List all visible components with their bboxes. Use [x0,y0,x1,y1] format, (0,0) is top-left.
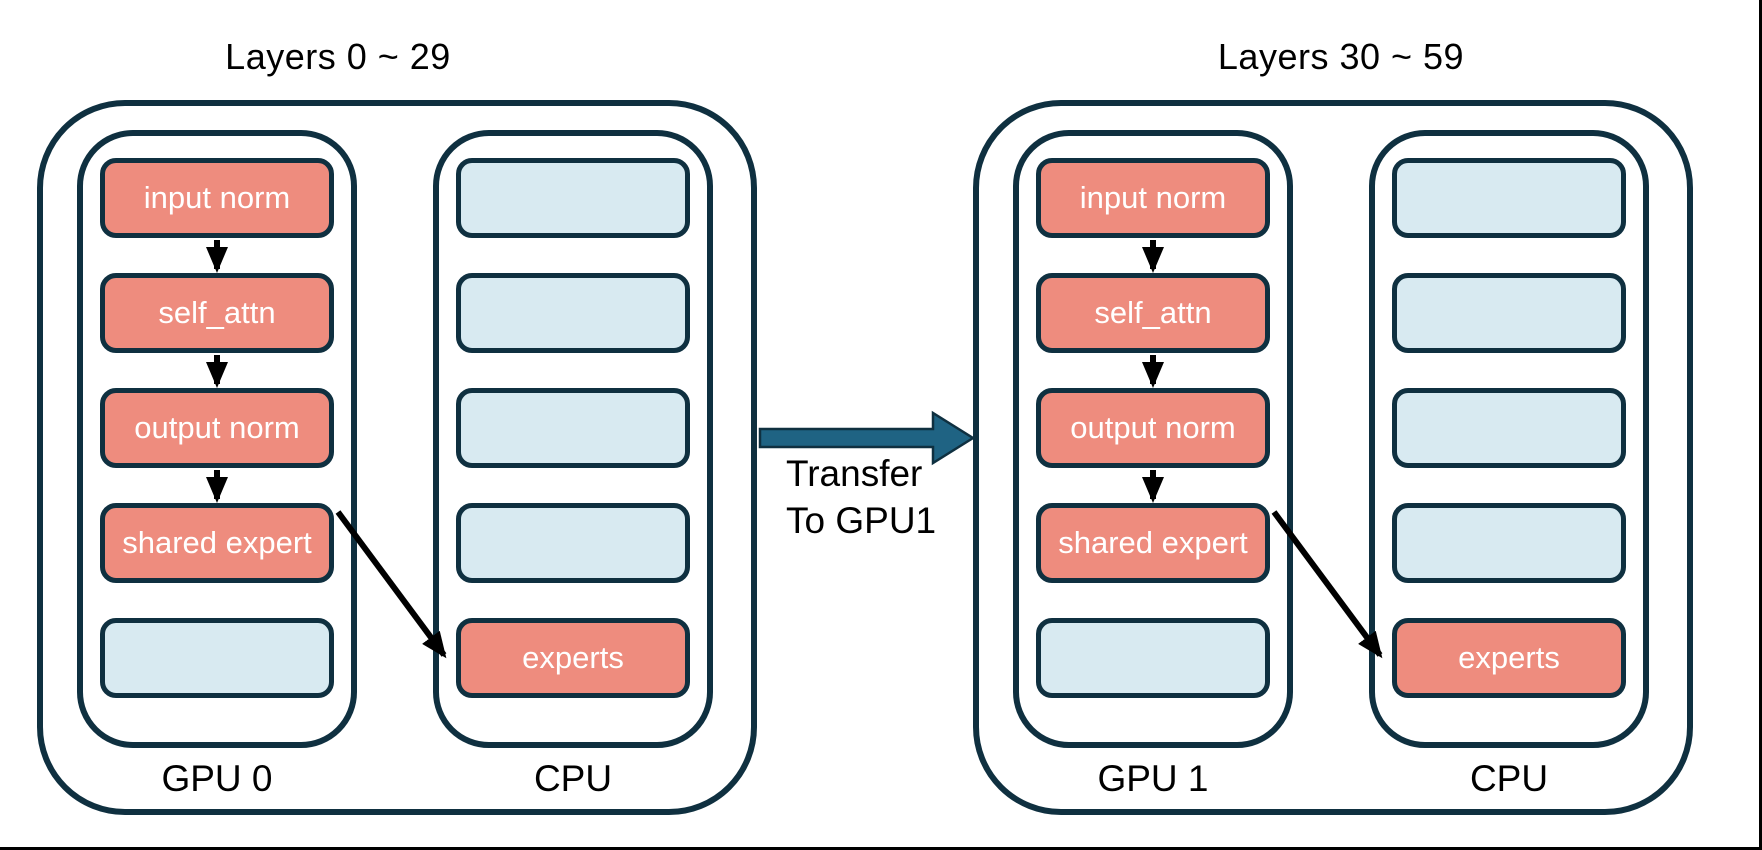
gpu0-label: GPU 0 [161,758,273,799]
transfer-label-line1: Transfer [786,453,923,494]
module-label: self_attn [158,295,276,330]
gpu1-label: GPU 1 [1097,758,1209,799]
layer-group-1: input norm self_attn output norm shared … [973,100,1693,815]
module-box-self-attn: self_attn [1036,273,1270,353]
module-label: output norm [1070,410,1236,445]
module-box-experts: experts [1392,618,1626,698]
module-label: experts [522,640,624,675]
module-box-self-attn: self_attn [100,273,334,353]
cpu-label-right: CPU [1469,758,1549,799]
module-box-output-norm: output norm [1036,388,1270,468]
module-label: experts [1458,640,1560,675]
module-box-input-norm: input norm [100,158,334,238]
group-title-layers-30-59: Layers 30 ~ 59 [1217,36,1465,77]
module-box-shared-expert: shared expert [1036,503,1270,583]
transfer-label: Transfer To GPU1 [786,450,936,544]
module-label: self_attn [1094,295,1212,330]
module-label: input norm [1079,180,1227,215]
empty-slot-box [1392,503,1626,583]
empty-slot-box [456,503,690,583]
empty-slot-box [100,618,334,698]
empty-slot-box [456,158,690,238]
module-label: shared expert [1058,525,1248,560]
group-title-layers-0-29: Layers 0 ~ 29 [225,36,451,77]
gpu0-column: input norm self_attn output norm shared … [77,130,357,748]
empty-slot-box [1392,388,1626,468]
empty-slot-box [1392,273,1626,353]
cpu-column-left: experts [433,130,713,748]
transfer-label-line2: To GPU1 [786,500,937,541]
module-box-input-norm: input norm [1036,158,1270,238]
module-label: input norm [143,180,291,215]
layer-group-0: input norm self_attn output norm shared … [37,100,757,815]
empty-slot-box [1036,618,1270,698]
module-label: shared expert [122,525,312,560]
module-label: output norm [134,410,300,445]
cpu-label-left: CPU [533,758,613,799]
module-box-output-norm: output norm [100,388,334,468]
module-box-experts: experts [456,618,690,698]
cpu-column-right: experts [1369,130,1649,748]
empty-slot-box [1392,158,1626,238]
module-box-shared-expert: shared expert [100,503,334,583]
empty-slot-box [456,273,690,353]
empty-slot-box [456,388,690,468]
gpu1-column: input norm self_attn output norm shared … [1013,130,1293,748]
